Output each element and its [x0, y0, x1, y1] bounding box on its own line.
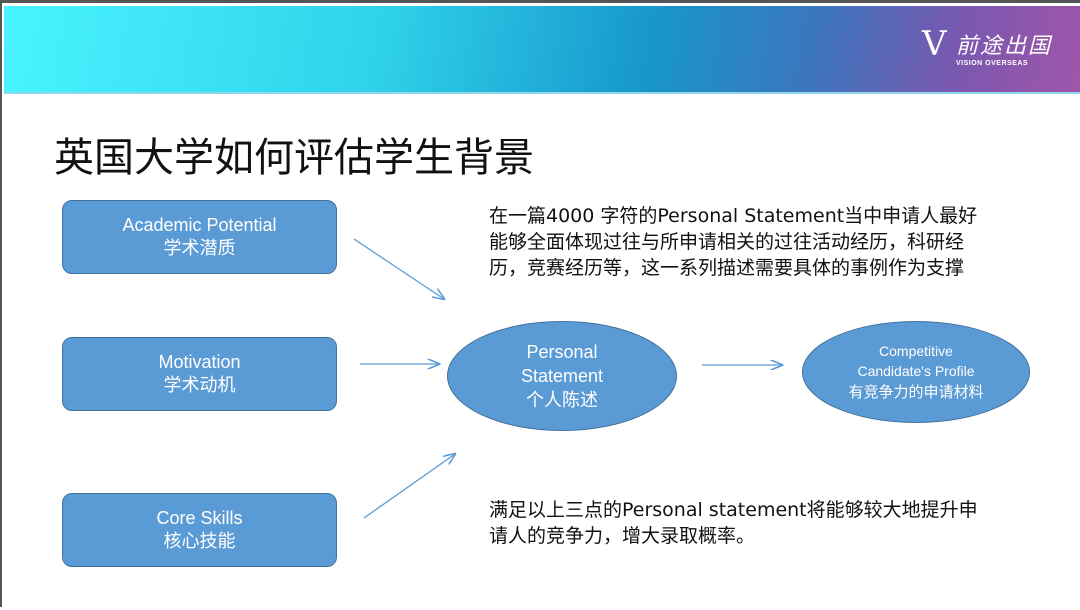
vision-overseas-logo: V 前途出国 VISION OVERSEAS	[922, 24, 1052, 67]
header-banner: V 前途出国 VISION OVERSEAS	[4, 6, 1080, 94]
note-line: 能够全面体现过往与所申请相关的过往活动经历，科研经	[489, 231, 965, 253]
arrows	[353, 238, 1080, 519]
note-bottom: 满足以上三点的Personal statement将能够较大地提升申 请人的竞争…	[489, 497, 978, 549]
slide-title: 英国大学如何评估学生背景	[54, 135, 534, 181]
node-label-cn: 学术动机	[163, 375, 236, 395]
node-academic-potential: Academic Potential 学术潜质	[62, 200, 337, 274]
node-label-cn: 核心技能	[163, 531, 236, 551]
logo-en: VISION OVERSEAS	[955, 60, 1029, 67]
arrow-skills-to-ps	[363, 454, 455, 519]
logo-cn: 前途出国	[955, 34, 1052, 59]
node-label-en: Candidate's Profile	[857, 363, 975, 379]
node-label-en: Competitive	[879, 343, 953, 359]
logo-mark-icon: V	[921, 24, 947, 64]
node-core-skills: Core Skills 核心技能	[62, 493, 337, 567]
node-label-cn: 有竞争力的申请材料	[848, 384, 984, 401]
note-top: 在一篇4000 字符的Personal Statement当中申请人最好 能够全…	[489, 203, 977, 281]
node-label-en: Academic Potential	[122, 215, 277, 235]
note-line: 历，竞赛经历等，这一系列描述需要具体的事例作为支撑	[489, 257, 965, 279]
note-line: 在一篇4000 字符的Personal Statement当中申请人最好	[489, 205, 978, 227]
arrow-academic-to-ps	[353, 238, 444, 299]
node-label-en: Core Skills	[156, 508, 243, 528]
node-label-en: Statement	[520, 366, 604, 386]
node-motivation: Motivation 学术动机	[62, 337, 337, 411]
node-label-en: Motivation	[158, 352, 241, 372]
node-label-cn: 学术潜质	[163, 238, 236, 258]
node-personal-statement: Personal Statement 个人陈述	[447, 321, 677, 431]
node-competitive-profile: Competitive Candidate's Profile 有竞争力的申请材…	[802, 321, 1030, 423]
note-line: 满足以上三点的Personal statement将能够较大地提升申	[489, 499, 978, 521]
node-label-cn: 个人陈述	[526, 390, 598, 410]
node-label-en: Personal	[526, 342, 598, 362]
note-line: 请人的竞争力，增大录取概率。	[489, 525, 756, 547]
